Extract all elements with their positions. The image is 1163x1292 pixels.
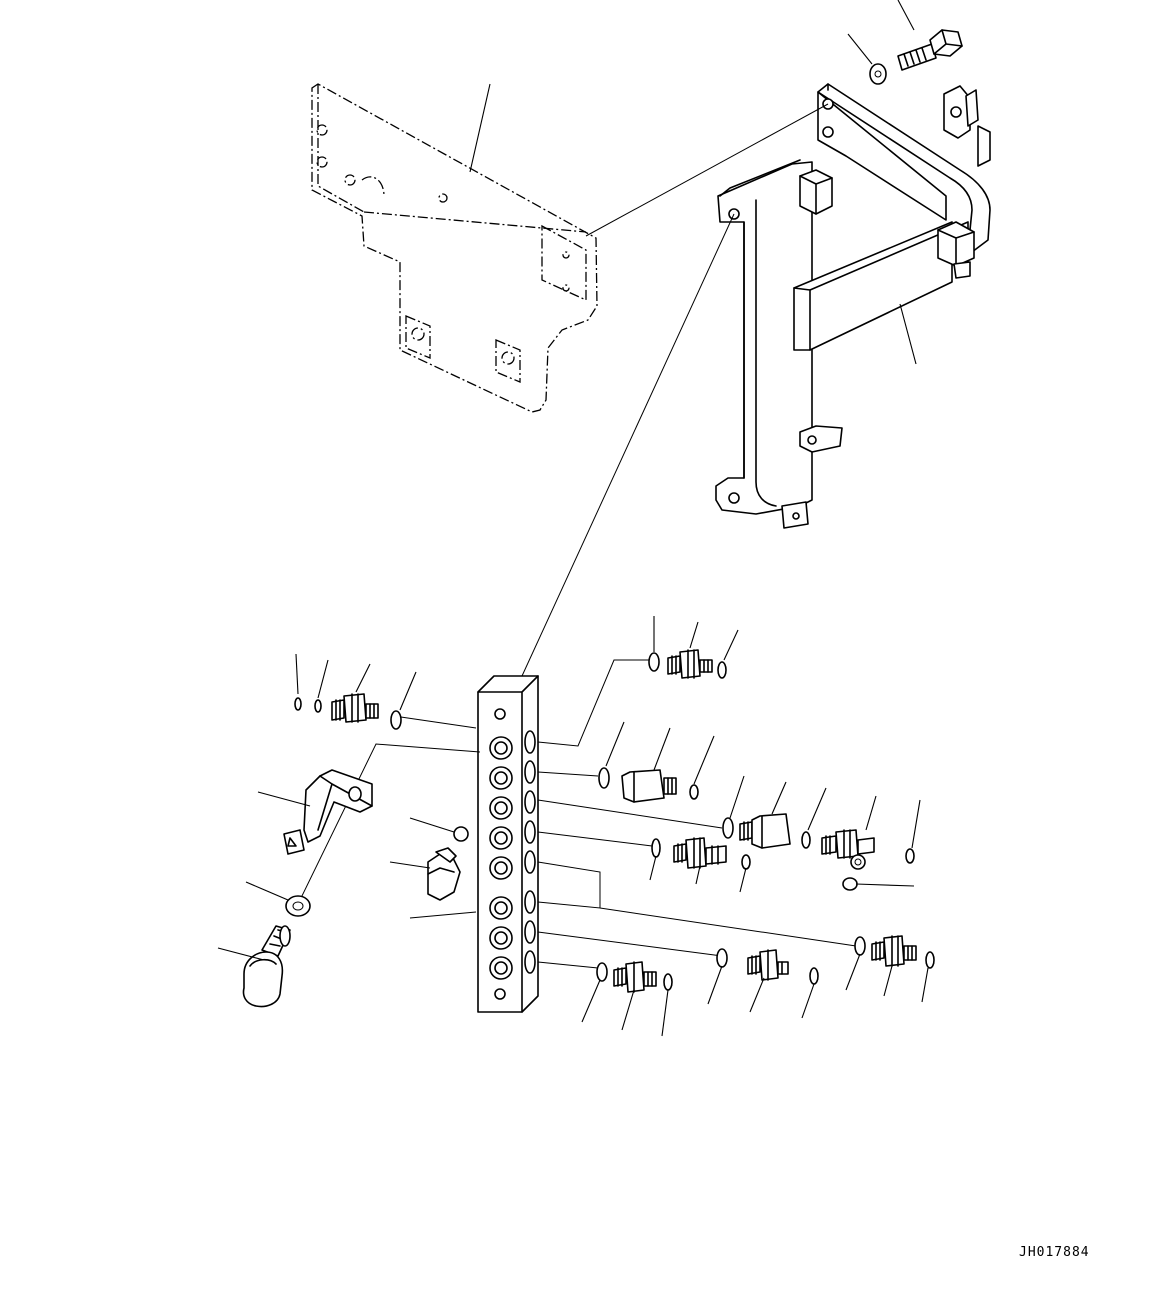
right-fitting-row-7 [596,961,673,993]
left-bolt-washer [242,895,311,1008]
drawing-code-label: JH017884 [1019,1245,1090,1260]
mounting-plate-phantom [311,83,598,413]
assembly-guide-lines [299,103,857,969]
left-fitting-set [294,693,402,730]
right-fitting-row-6 [716,948,819,985]
manifold-front-ports [489,736,513,980]
right-fitting-row-3 [722,813,915,891]
top-bolt [897,29,963,71]
manifold-side-ports [524,730,536,974]
right-fitting-row-1 [648,649,727,679]
left-o-ring [453,826,469,842]
manifold-block [477,675,539,1013]
main-bracket [715,83,991,529]
right-fitting-row-5 [854,935,935,969]
top-washer [869,63,887,85]
pressure-switch [427,847,461,901]
right-fitting-row-2 [598,767,699,803]
right-fitting-row-4 [651,837,751,870]
clamp-bracket [283,769,373,855]
leader-lines [217,0,929,1037]
